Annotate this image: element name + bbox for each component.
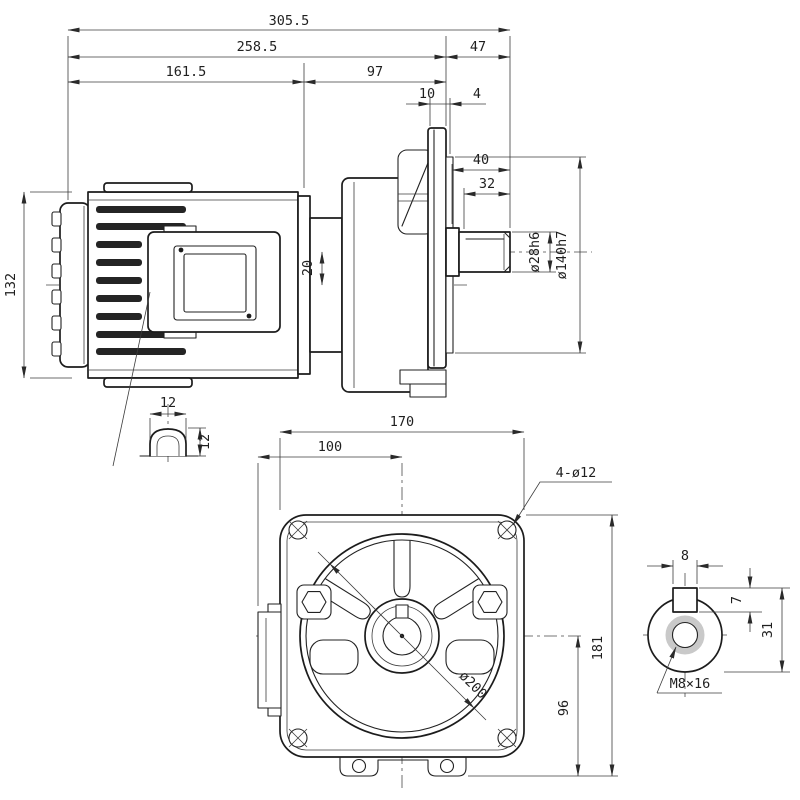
side-view-dimensions: 305.5 258.5 47 161.5 97 10 4 40 32 ø28h6 bbox=[3, 13, 586, 379]
dim-mounting-holes: 4-ø12 bbox=[556, 465, 597, 481]
mounting-hole bbox=[497, 728, 517, 748]
dim-motor-height: 132 bbox=[3, 273, 19, 297]
dim-register-depth: 4 bbox=[473, 86, 481, 102]
bottom-lugs bbox=[339, 756, 467, 777]
detail-dim-height: 12 bbox=[197, 434, 213, 450]
dim-shaft-diameter: ø28h6 bbox=[527, 232, 543, 273]
dim-key-height: 7 bbox=[729, 596, 745, 604]
motor-rear-cover bbox=[51, 202, 91, 368]
terminal-box-cover bbox=[147, 225, 281, 339]
dim-overall-length: 305.5 bbox=[269, 13, 310, 29]
hex-boss bbox=[296, 584, 332, 620]
side-view: 305.5 258.5 47 161.5 97 10 4 40 32 ø28h6 bbox=[3, 13, 592, 467]
cooling-fins bbox=[96, 206, 186, 355]
dim-center-to-bottom: 96 bbox=[556, 700, 572, 716]
mounting-hole bbox=[288, 520, 308, 540]
dim-shaft-extension: 47 bbox=[470, 39, 486, 55]
mounting-hole bbox=[288, 728, 308, 748]
dim-box-to-center: 100 bbox=[318, 439, 342, 455]
front-view: 170 100 4-ø12 ø200 181 96 bbox=[256, 414, 618, 790]
lug-hole bbox=[439, 758, 455, 774]
shaft-end-view: 8 7 31 M8×16 bbox=[643, 548, 790, 697]
dim-motor-length: 161.5 bbox=[166, 64, 207, 80]
mounting-holes bbox=[288, 520, 517, 748]
motor-body bbox=[87, 182, 299, 388]
detail-dim-width: 12 bbox=[160, 395, 176, 411]
dim-shaft-length: 40 bbox=[473, 152, 489, 168]
tapped-hole bbox=[671, 621, 699, 649]
dim-key-width: 8 bbox=[681, 548, 689, 564]
cover-screw bbox=[178, 247, 184, 253]
dim-gearbox-length: 97 bbox=[367, 64, 383, 80]
front-view-dimensions: 170 100 4-ø12 ø200 181 96 bbox=[257, 414, 618, 777]
cover-screw bbox=[246, 313, 252, 319]
dim-flange-width: 170 bbox=[390, 414, 414, 430]
dim-flange-thickness: 10 bbox=[419, 86, 435, 102]
hex-boss bbox=[472, 584, 508, 620]
flange-inner-contour bbox=[286, 521, 518, 751]
dim-shaft-with-key: 31 bbox=[760, 622, 776, 638]
keyway bbox=[395, 604, 409, 619]
output-shaft bbox=[445, 227, 511, 277]
terminal-box-profile bbox=[257, 603, 282, 717]
dim-keyway-length: 32 bbox=[479, 176, 495, 192]
dim-register-diameter: ø140h7 bbox=[554, 231, 570, 280]
key-detail: 12 12 bbox=[112, 291, 213, 467]
shaft-end-dimensions: 8 7 31 M8×16 bbox=[647, 548, 790, 694]
dim-length-to-flange: 258.5 bbox=[237, 39, 278, 55]
key bbox=[672, 587, 698, 613]
mounting-hole bbox=[497, 520, 517, 540]
lug-hole bbox=[351, 758, 367, 774]
dim-axis-offset: 20 bbox=[300, 260, 316, 276]
gearbox-housing bbox=[297, 149, 447, 398]
dim-center-tap: M8×16 bbox=[670, 676, 711, 692]
dim-overall-height: 181 bbox=[590, 636, 606, 660]
